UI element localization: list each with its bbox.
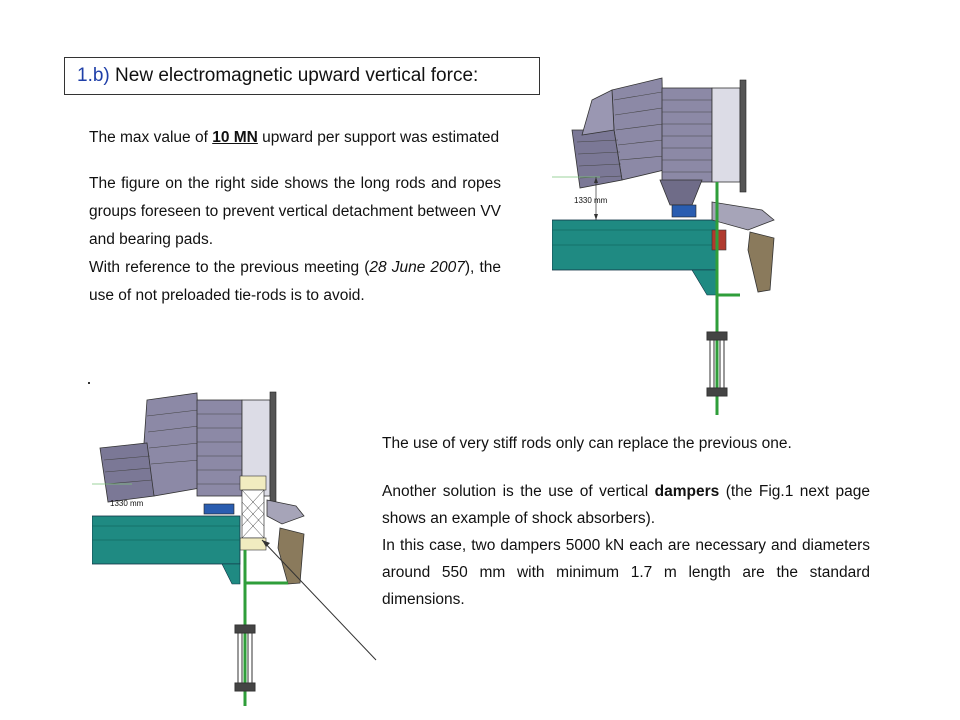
rope-group [706,331,728,397]
green-tie-rod [715,182,740,415]
damper [239,475,267,551]
right-paragraph-2: Another solution is the use of vertical … [382,478,870,532]
dimension-1330: 1330 mm [552,176,608,220]
left-p1-end: upward per support was estimated [257,129,500,146]
support-structure-2 [92,515,241,585]
right-p2-start: Another solution is the use of vertical [382,483,655,500]
left-p1-value: 10 MN [212,129,258,146]
restraint-linkage [711,201,775,293]
vacuum-vessel-sector-2 [99,391,277,505]
dimension-1330-bottom: 1330 mm [92,483,144,508]
right-p2-dampers: dampers [654,483,720,500]
vacuum-vessel-sector [571,77,747,206]
right-paragraph-3: In this case, two dampers 5000 kN each a… [382,537,870,608]
left-paragraph-2: The figure on the right side shows the l… [89,175,501,248]
vessel-support-figure-top: 1330 mm [552,77,775,415]
left-paragraph-1: The max value of 10 MN upward per suppor… [89,124,501,152]
right-text-block: The use of very stiff rods only can repl… [382,430,870,613]
support-structure [552,219,718,296]
slide-title: 1.b) New electromagnetic upward vertical… [64,57,540,95]
dimension-label-top: 1330 mm [574,196,608,205]
dimension-label-bottom: 1330 mm [110,499,144,508]
left-p3-date: 28 June 2007 [369,259,465,276]
rope-group-2 [234,624,256,692]
left-paragraph-3: With reference to the previous meeting (… [89,254,501,310]
left-p3-start: With reference to the previous meeting ( [89,259,370,276]
left-p1-start: The max value of [89,129,213,146]
left-p3-end: ), the use of not preloaded tie-rods is … [89,259,501,304]
title-text: New electromagnetic upward vertical forc… [109,65,479,86]
right-paragraph-1: The use of very stiff rods only can repl… [382,435,792,452]
title-number: 1.b) [77,65,110,86]
right-p2-end: (the Fig.1 next page shows an example of… [382,483,870,527]
restraint-linkage-2 [266,499,305,585]
left-text-block: The max value of 10 MN upward per suppor… [89,124,501,310]
stray-dot [88,382,90,384]
vessel-support-figure-bottom: 1330 mm [92,391,305,706]
